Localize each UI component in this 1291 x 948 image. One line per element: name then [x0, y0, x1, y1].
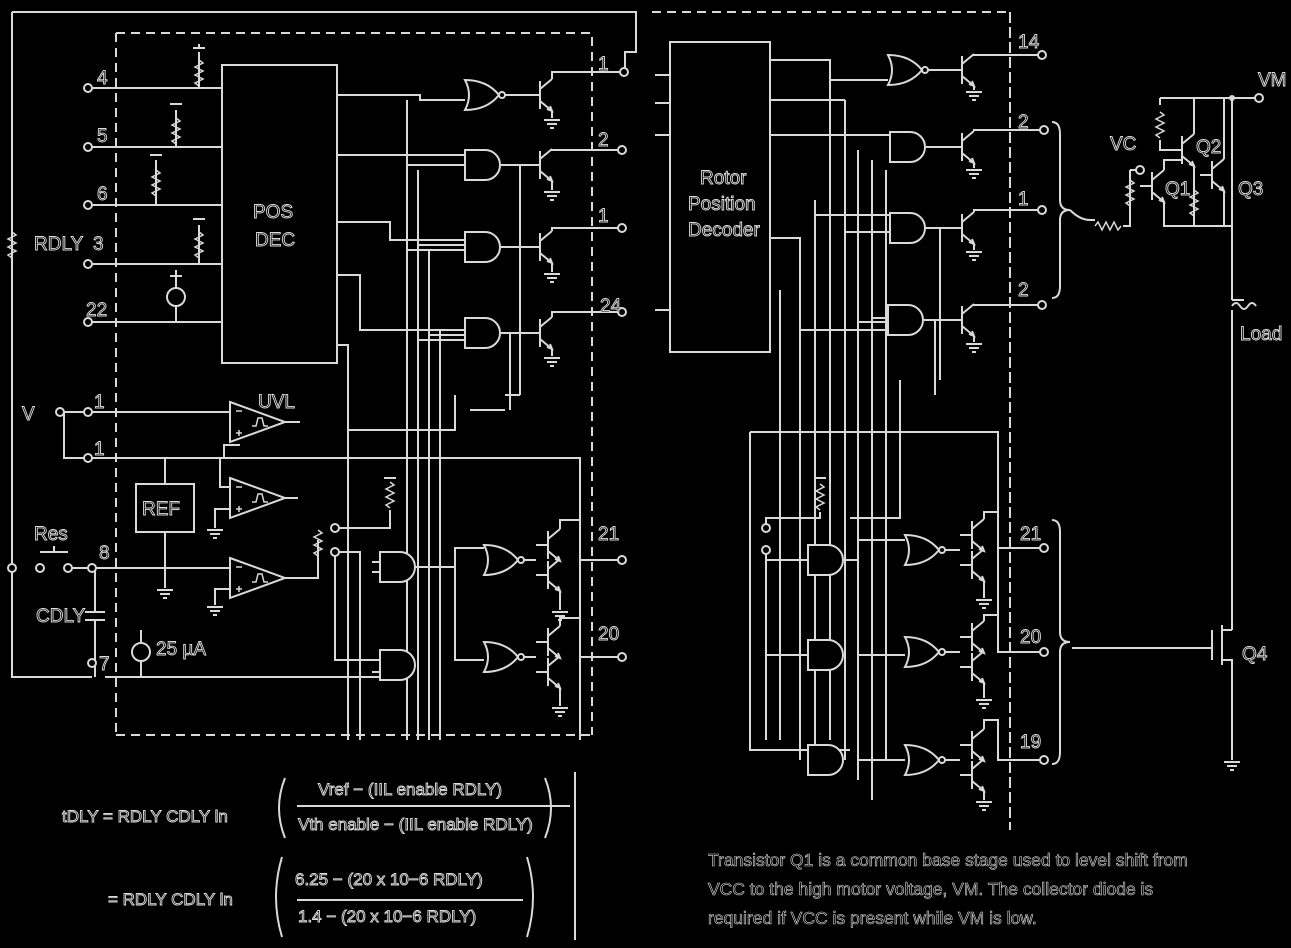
pin-1a: 1 [94, 392, 105, 413]
pin-3: 3 [93, 234, 104, 255]
eq1-denominator: Vth enable − (IIL enable RDLY) [298, 815, 533, 834]
vm-label: VM [1258, 70, 1287, 91]
position-label: Position [688, 194, 756, 215]
vc-label: VC [1110, 134, 1136, 155]
q1-label: Q1 [1165, 179, 1190, 200]
res-label: Res [34, 524, 68, 545]
rotor-decoder-outputs [770, 59, 890, 800]
out-pin-1b: 1 [598, 206, 609, 227]
pin-6: 6 [97, 184, 108, 205]
r-pin-20: 20 [1020, 627, 1041, 648]
uvl-ref-section [55, 401, 581, 740]
q2-label: Q2 [1196, 137, 1221, 158]
out-pin-20: 20 [598, 624, 619, 645]
left-output-drivers [348, 67, 629, 431]
left-labels: 4 5 6 RDLY 3 22 POS DEC 1 1 V UVL REF Re… [22, 54, 622, 676]
pin-1b: 1 [94, 439, 105, 460]
r-pin-2b: 2 [1018, 280, 1029, 301]
right-enable-logic [749, 431, 1049, 811]
v-label: V [22, 404, 35, 425]
pos-label: POS [253, 202, 293, 223]
delay-equations: tDLY = RDLY CDLY ln Vref − (IIL enable R… [62, 780, 534, 927]
rotor-decoder-block [669, 41, 771, 353]
delay-section [7, 546, 380, 678]
pin-4: 4 [97, 68, 108, 89]
out-pin-21: 21 [598, 524, 619, 545]
r-pin-21: 21 [1020, 524, 1041, 545]
rdly-label: RDLY [34, 234, 84, 255]
r-pin-2a: 2 [1018, 112, 1029, 133]
level-shifter [1125, 93, 1264, 771]
out-pin-1a: 1 [598, 54, 609, 75]
out-pin-24: 24 [600, 296, 622, 317]
pull-up-resistors [150, 44, 205, 322]
q3-label: Q3 [1238, 179, 1263, 200]
left-input-pins [83, 83, 222, 327]
r-pin-1: 1 [1018, 189, 1029, 210]
q4-label: Q4 [1242, 644, 1268, 665]
uvl-label: UVL [258, 392, 295, 413]
note-line-1: Transistor Q1 is a common base stage use… [708, 850, 1188, 871]
right-output-drivers [850, 50, 1049, 519]
pin-22: 22 [86, 300, 107, 321]
cdly-label: CDLY [36, 606, 86, 627]
eq1-numerator: Vref − (IIL enable RDLY) [318, 780, 502, 799]
eq2-lhs: = RDLY CDLY ln [108, 890, 233, 909]
load-label: Load [1240, 324, 1282, 345]
r-pin-19: 19 [1020, 732, 1041, 753]
r-pin-14: 14 [1018, 32, 1040, 53]
dec-label: DEC [255, 230, 295, 251]
rotor-label: Rotor [700, 168, 747, 189]
left-enable-logic [330, 477, 627, 740]
note-line-2: VCC to the high motor voltage, VM. The c… [708, 879, 1154, 900]
ref-label: REF [142, 499, 180, 520]
pin-8: 8 [99, 543, 110, 564]
pos-dec-block [221, 64, 338, 364]
current-source-label: 25 µA [156, 639, 206, 660]
right-labels: Rotor Position Decoder 14 2 1 2 21 20 19… [688, 32, 1287, 754]
eq2-denominator: 1.4 − (20 x 10−6 RDLY) [298, 907, 476, 926]
pos-dec-outputs [337, 94, 465, 740]
transistor-note: Transistor Q1 is a common base stage use… [708, 846, 1270, 933]
eq2-numerator: 6.25 − (20 x 10−6 RDLY) [295, 870, 483, 889]
note-line-3: required if VCC is present while VM is l… [708, 908, 1037, 929]
out-pin-2: 2 [598, 130, 609, 151]
decoder-label: Decoder [688, 220, 760, 241]
eq1-lhs: tDLY = RDLY CDLY ln [62, 807, 228, 826]
pin-7: 7 [99, 654, 110, 675]
pin-5: 5 [97, 126, 108, 147]
